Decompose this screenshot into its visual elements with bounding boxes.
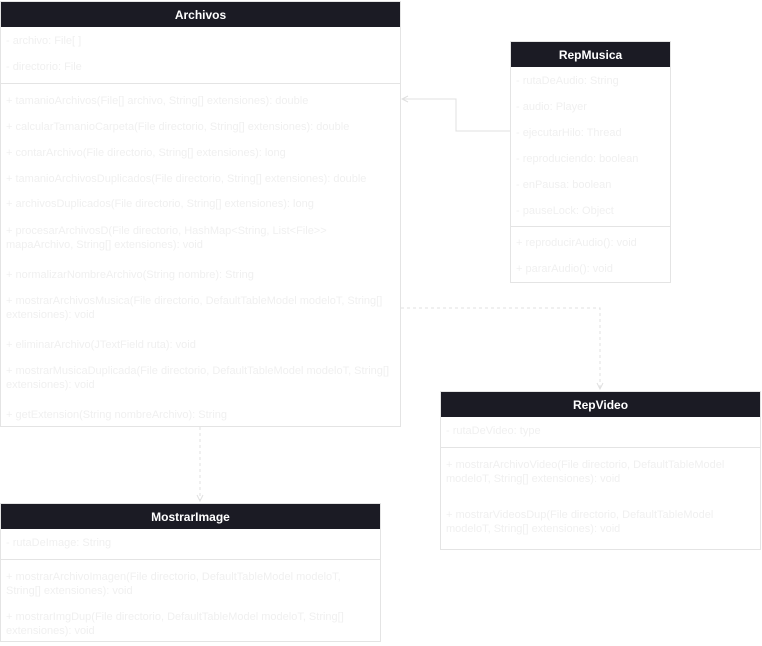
- method-mostrar-archivos-musica: + mostrarArchivosMusica(File directorio,…: [6, 295, 383, 321]
- class-repmusica[interactable]: RepMusica - rutaDeAudio: String - audio:…: [510, 41, 671, 283]
- class-mostrarimage-divider: [1, 559, 380, 560]
- attribute-ruta-de-video: - rutaDeVideo: type: [446, 425, 541, 437]
- method-parar-audio: + pararAudio(): void: [516, 263, 613, 275]
- method-procesar-archivos-d: + procesarArchivosD(File directorio, Has…: [6, 225, 327, 251]
- attribute-ruta-de-image: - rutaDeImage: String: [6, 537, 112, 549]
- class-repvideo[interactable]: RepVideo - rutaDeVideo: type + mostrarAr…: [440, 391, 761, 550]
- class-archivos-divider: [1, 83, 400, 84]
- attribute-en-pausa: - enPausa: boolean: [516, 179, 612, 191]
- class-mostrarimage-methods: + mostrarArchivoImagen(File directorio, …: [1, 560, 380, 640]
- class-mostrarimage-attributes: - rutaDeImage: String: [1, 529, 380, 559]
- class-repvideo-attributes: - rutaDeVideo: type: [441, 417, 760, 447]
- class-archivos-attributes: - archivo: File[ ] - directorio: File: [1, 27, 400, 83]
- attribute-pause-lock: - pauseLock: Object: [516, 205, 614, 217]
- class-archivos-methods: + tamanioArchivos(File[] archivo, String…: [1, 84, 400, 424]
- attribute-reproduciendo: - reproduciendo: boolean: [516, 153, 639, 165]
- class-archivos-name: Archivos: [1, 2, 400, 27]
- attribute-ejecutar-hilo: - ejecutarHilo: Thread: [516, 127, 622, 139]
- method-reproducir-audio: + reproducirAudio(): void: [516, 237, 637, 249]
- method-mostrar-archivo-imagen: + mostrarArchivoImagen(File directorio, …: [6, 571, 341, 597]
- method-contar-archivo: + contarArchivo(File directorio, String[…: [6, 147, 286, 159]
- method-tamanio-archivos: + tamanioArchivos(File[] archivo, String…: [6, 95, 309, 107]
- class-repmusica-name: RepMusica: [511, 42, 670, 67]
- method-mostrar-archivo-video: + mostrarArchivoVideo(File directorio, D…: [446, 459, 725, 485]
- association-repmusica-archivos: [402, 99, 510, 132]
- class-repvideo-methods: + mostrarArchivoVideo(File directorio, D…: [441, 448, 760, 548]
- class-repvideo-name: RepVideo: [441, 392, 760, 417]
- attribute-ruta-de-audio: - rutaDeAudio: String: [516, 75, 619, 87]
- method-get-extension: + getExtension(String nombreArchivo): St…: [6, 409, 228, 421]
- class-repvideo-divider: [441, 447, 760, 448]
- method-mostrar-musica-duplicada: + mostrarMusicaDuplicada(File directorio…: [6, 365, 390, 391]
- method-tamanio-archivos-duplicados: + tamanioArchivosDuplicados(File directo…: [6, 173, 367, 185]
- dependency-archivos-repvideo: [401, 307, 600, 389]
- method-calcular-tamanio-carpeta: + calcularTamanioCarpeta(File directorio…: [6, 121, 350, 133]
- attribute-directorio: - directorio: File: [6, 61, 82, 73]
- class-repmusica-attributes: - rutaDeAudio: String - audio: Player - …: [511, 67, 670, 226]
- class-repmusica-methods: + reproducirAudio(): void + pararAudio()…: [511, 227, 670, 283]
- method-mostrar-videos-dup: + mostrarVideosDup(File directorio, Defa…: [446, 509, 714, 535]
- class-mostrarimage-name: MostrarImage: [1, 504, 380, 529]
- class-repmusica-divider: [511, 226, 670, 227]
- class-mostrarimage[interactable]: MostrarImage - rutaDeImage: String + mos…: [0, 503, 381, 642]
- method-mostrar-img-dup: + mostrarImgDup(File directorio, Default…: [6, 611, 344, 637]
- attribute-audio: - audio: Player: [516, 101, 587, 113]
- attribute-archivo: - archivo: File[ ]: [6, 35, 82, 47]
- method-eliminar-archivo: + eliminarArchivo(JTextField ruta): void: [6, 339, 196, 351]
- method-normalizar-nombre-archivo: + normalizarNombreArchivo(String nombre)…: [6, 269, 254, 281]
- method-archivos-duplicados: + archivosDuplicados(File directorio, St…: [6, 198, 314, 210]
- class-archivos[interactable]: Archivos - archivo: File[ ] - directorio…: [0, 1, 401, 427]
